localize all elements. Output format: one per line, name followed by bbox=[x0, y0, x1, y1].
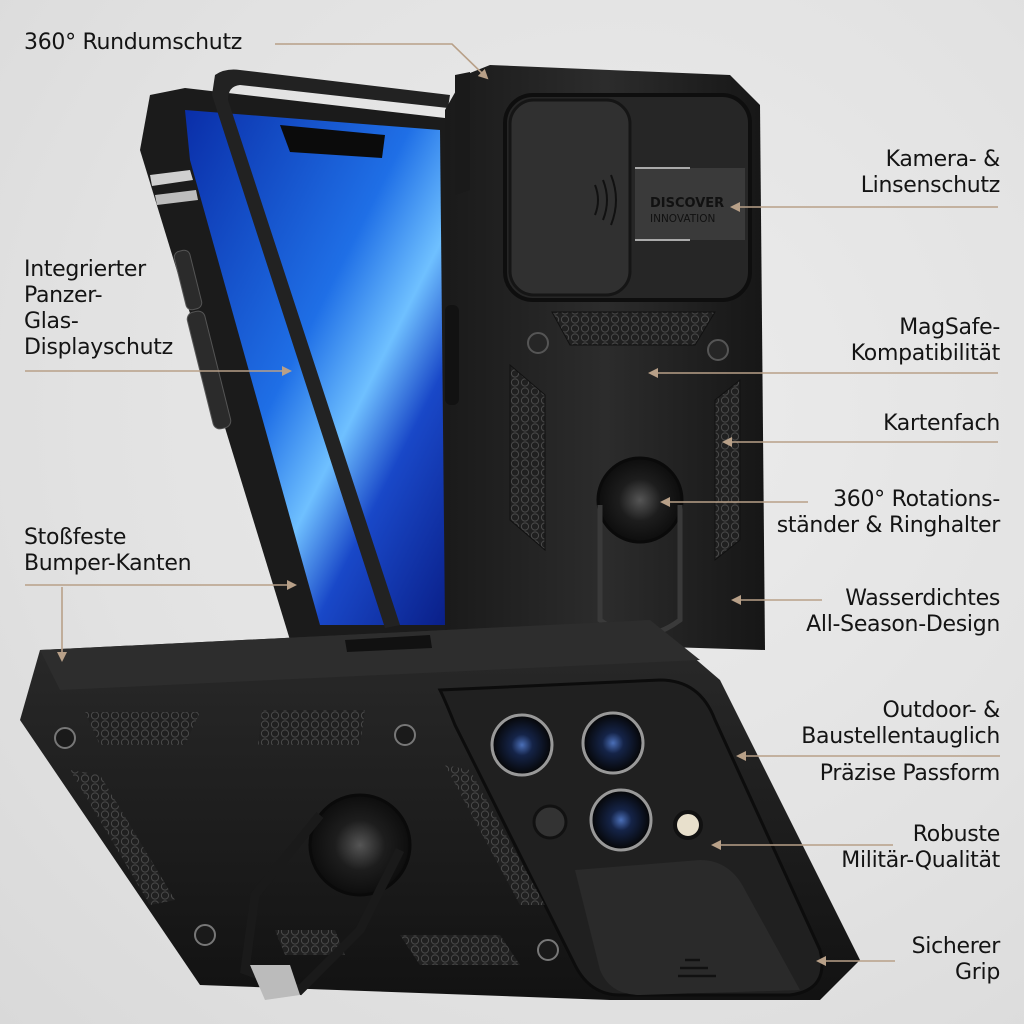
feature-label-panzerglas: Integrierter Panzer- Glas- Displayschutz bbox=[24, 257, 173, 360]
annotation-lines bbox=[25, 43, 1000, 966]
feature-label-kartenfach: Kartenfach bbox=[883, 411, 1000, 436]
feature-label-rundumschutz: 360° Rundumschutz bbox=[24, 30, 243, 55]
feature-label-rotation: 360° Rotations- ständer & Ringhalter bbox=[776, 487, 1001, 538]
feature-label-outdoor: Outdoor- & Baustellentauglich bbox=[801, 698, 1000, 749]
feature-label-passform: Präzise Passform bbox=[819, 761, 1001, 786]
lower-case bbox=[20, 620, 860, 1000]
back-case: DISCOVER INNOVATION bbox=[445, 65, 765, 650]
case-print-line2: INNOVATION bbox=[650, 213, 715, 225]
feature-label-grip: Sicherer Grip bbox=[911, 934, 1001, 985]
feature-label-wasserdicht: Wasserdichtes All-Season-Design bbox=[806, 586, 1000, 637]
feature-label-kamera: Kamera- & Linsenschutz bbox=[860, 147, 1001, 198]
case-print-line1: DISCOVER bbox=[650, 196, 724, 211]
feature-label-magsafe: MagSafe- Kompatibilität bbox=[850, 315, 1001, 366]
front-phone bbox=[140, 69, 455, 640]
feature-label-bumper: Stoßfeste Bumper-Kanten bbox=[24, 525, 192, 576]
feature-label-militaer: Robuste Militär-Qualität bbox=[841, 822, 1000, 873]
